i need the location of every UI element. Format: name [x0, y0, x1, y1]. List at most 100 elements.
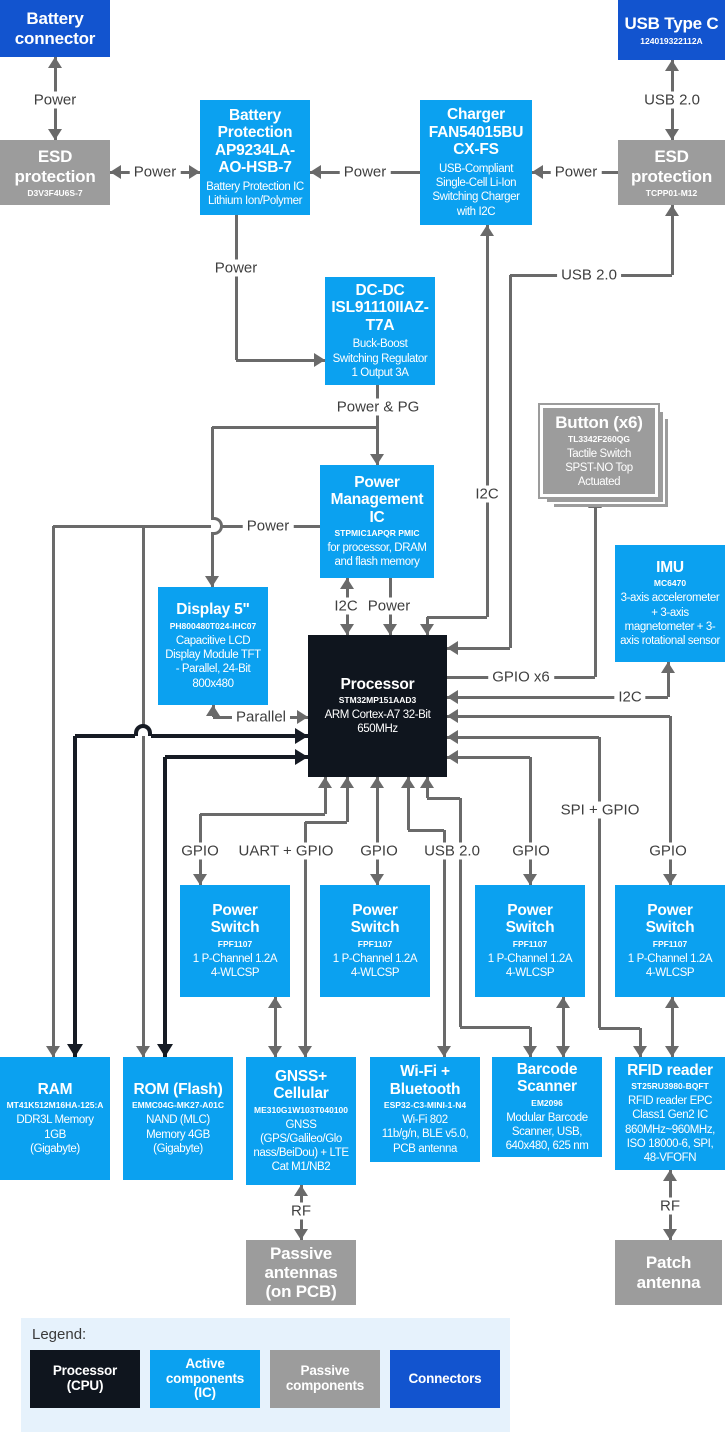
edge-arrowhead-charger-processor-i2c	[420, 624, 434, 635]
edge-label-power-5: Power	[210, 259, 262, 277]
edge-arrowhead-usbc-esd-usb	[665, 60, 679, 71]
wifi-bluetooth-description: Wi-Fi 802 11b/g/n, BLE v5.0, PCB antenna	[381, 1114, 469, 1155]
edge-imu-processor-i2c	[447, 695, 668, 699]
power-switch-2-part-number: FPF1107	[357, 938, 393, 949]
edge-pmic-memory-power	[141, 526, 145, 1057]
buttons-title: Button (x6)	[555, 412, 643, 432]
edge-arrowhead-processor-gnss-uart-gpio	[298, 1046, 312, 1057]
edge-ps4-rfid-power	[670, 997, 674, 1057]
processor-part-number: STM32MP151AAD3	[338, 695, 417, 705]
edge-arrowhead-processor-ps1-gpio	[318, 777, 332, 788]
edge-processor-buttons-gpio-x6	[593, 497, 597, 677]
power-switch-3-part-number: FPF1107	[512, 938, 548, 949]
edge-arrowhead-processor-barcode-usb	[420, 777, 434, 788]
edge-arrowhead-dcdc-pmic-display-power	[370, 454, 384, 465]
edge-label-power-11: Power	[363, 597, 415, 615]
legend-item-passive: Passive components	[270, 1350, 380, 1408]
legend-item-processor: Processor (CPU)	[30, 1350, 140, 1408]
edge-processor-ps1-gpio	[200, 812, 325, 816]
edge-processor-gnss-uart-gpio	[345, 777, 349, 822]
esd-protection-left-part-number: D3V3F4U6S-7	[27, 187, 83, 198]
edge-arrowhead-processor-gnss-uart-gpio	[340, 777, 354, 788]
charger-description: USB-Compliant Single-Cell Li-Ion Switchi…	[432, 162, 520, 218]
edge-hop-ram-processor-bus	[134, 724, 152, 736]
power-switch-4-description: 1 P-Channel 1.2A 4-WLCSP	[627, 952, 713, 979]
edge-label-power-3: Power	[550, 163, 602, 181]
edge-dcdc-pmic-display-power	[375, 385, 379, 465]
edge-arrowhead-ps1-gnss-power	[268, 1046, 282, 1057]
barcode-scanner-description: Modular Barcode Scanner, USB, 640x480, 6…	[505, 1111, 589, 1153]
rfid-reader-description: RFID reader EPC Class1 Gen2 IC 860MHz~96…	[625, 1095, 715, 1165]
edge-label-gpio-x6-13: GPIO x6	[488, 668, 554, 686]
edge-processor-ps4-gpio	[668, 716, 672, 885]
edge-arrowhead-dcdc-pmic-display-power	[205, 576, 219, 587]
edge-arrowhead-esd-processor-usb	[665, 205, 679, 216]
edge-arrowhead-imu-processor-i2c	[447, 690, 458, 704]
edge-esd-processor-usb	[508, 275, 512, 648]
edge-arrowhead-display-processor-parallel	[297, 710, 308, 724]
edge-processor-wifi-usb	[408, 828, 444, 832]
edge-arrowhead-processor-ps4-gpio	[663, 874, 677, 885]
legend-item-connector: Connectors	[390, 1350, 500, 1408]
legend-item-active: Active components (IC)	[150, 1350, 260, 1408]
edge-arrowhead-display-processor-parallel	[206, 705, 220, 716]
edge-arrowhead-processor-wifi-usb	[401, 777, 415, 788]
edge-label-uart-gpio-17: UART + GPIO	[234, 842, 338, 860]
display-part-number: PH800480T024-IHC07	[169, 620, 257, 631]
gnss-cellular-part-number: ME310G1W103T040100	[253, 1104, 349, 1115]
edge-label-power-1: Power	[129, 163, 181, 181]
edge-label-spi-gpio-15: SPI + GPIO	[556, 801, 644, 819]
edge-arrowhead-ram-processor-bus	[67, 1044, 83, 1057]
power-switch-1-title: Power Switch	[210, 901, 260, 937]
passive-antennas: Passive antennas (on PCB)	[246, 1240, 356, 1305]
edge-arrowhead-processor-ps2-gpio	[370, 874, 384, 885]
rfid-reader-part-number: ST25RU3980-BQFT	[631, 1081, 709, 1092]
battery-connector-title: Battery connector	[14, 9, 96, 48]
edge-esd-processor-usb	[670, 205, 674, 275]
edge-processor-rfid-spi-gpio	[447, 735, 599, 739]
usb-type-c-title: USB Type C	[624, 14, 719, 34]
edge-processor-barcode-usb	[528, 1027, 532, 1057]
power-management-ic-description: for processor, DRAM and flash memory	[327, 542, 427, 569]
edge-arrowhead-ps4-rfid-power	[665, 997, 679, 1008]
power-switch-2-description: 1 P-Channel 1.2A 4-WLCSP	[332, 952, 418, 979]
edge-arrowhead-rom-processor-bus	[295, 749, 308, 765]
edge-label-power-pg-8: Power & PG	[332, 398, 424, 416]
edge-arrowhead-processor-barcode-usb	[523, 1046, 537, 1057]
edge-processor-wifi-usb	[406, 777, 410, 830]
edge-arrowhead-esd-batteryprotection-power	[189, 165, 200, 179]
usb-type-c-part-number: 124019322112A	[640, 35, 703, 46]
edge-batteryprotection-dcdc-power	[236, 358, 325, 362]
edge-ram-processor-bus	[75, 734, 135, 738]
esd-protection-right-title: ESD protection	[630, 147, 713, 186]
edge-arrowhead-gnss-antenna-rf	[294, 1185, 308, 1196]
patch-antenna: Patch antenna	[615, 1240, 722, 1305]
edge-processor-ps3-gpio	[447, 755, 530, 759]
power-management-ic-title: Power Management IC	[330, 473, 424, 526]
battery-protection-title: Battery Protection AP9234LA- AO-HSB-7	[214, 106, 296, 177]
edge-arrowhead-processor-rfid-spi-gpio	[633, 1046, 647, 1057]
battery-connector: Battery connector	[0, 0, 110, 57]
barcode-scanner-title: Barcode Scanner	[516, 1060, 578, 1096]
edge-arrowhead-ps3-barcode-power	[556, 997, 570, 1008]
edge-processor-barcode-usb	[460, 1025, 530, 1029]
rom-flash-description: NAND (MLC) Memory 4GB (Gigabyte)	[146, 1114, 210, 1155]
edge-arrowhead-pmic-memory-power	[136, 1046, 150, 1057]
edge-processor-barcode-usb	[458, 798, 462, 1027]
edge-dcdc-pmic-display-power	[210, 427, 214, 518]
edge-pmic-memory-power	[53, 524, 320, 528]
rom-flash-part-number: EMMC04G-MK27-A01C	[131, 1100, 225, 1111]
battery-protection-description: Battery Protection IC Lithium Ion/Polyme…	[206, 180, 304, 207]
edge-processor-wifi-usb	[442, 830, 446, 1057]
edge-arrowhead-processor-ps2-gpio	[370, 777, 384, 788]
ram-title: RAM	[37, 1080, 73, 1098]
